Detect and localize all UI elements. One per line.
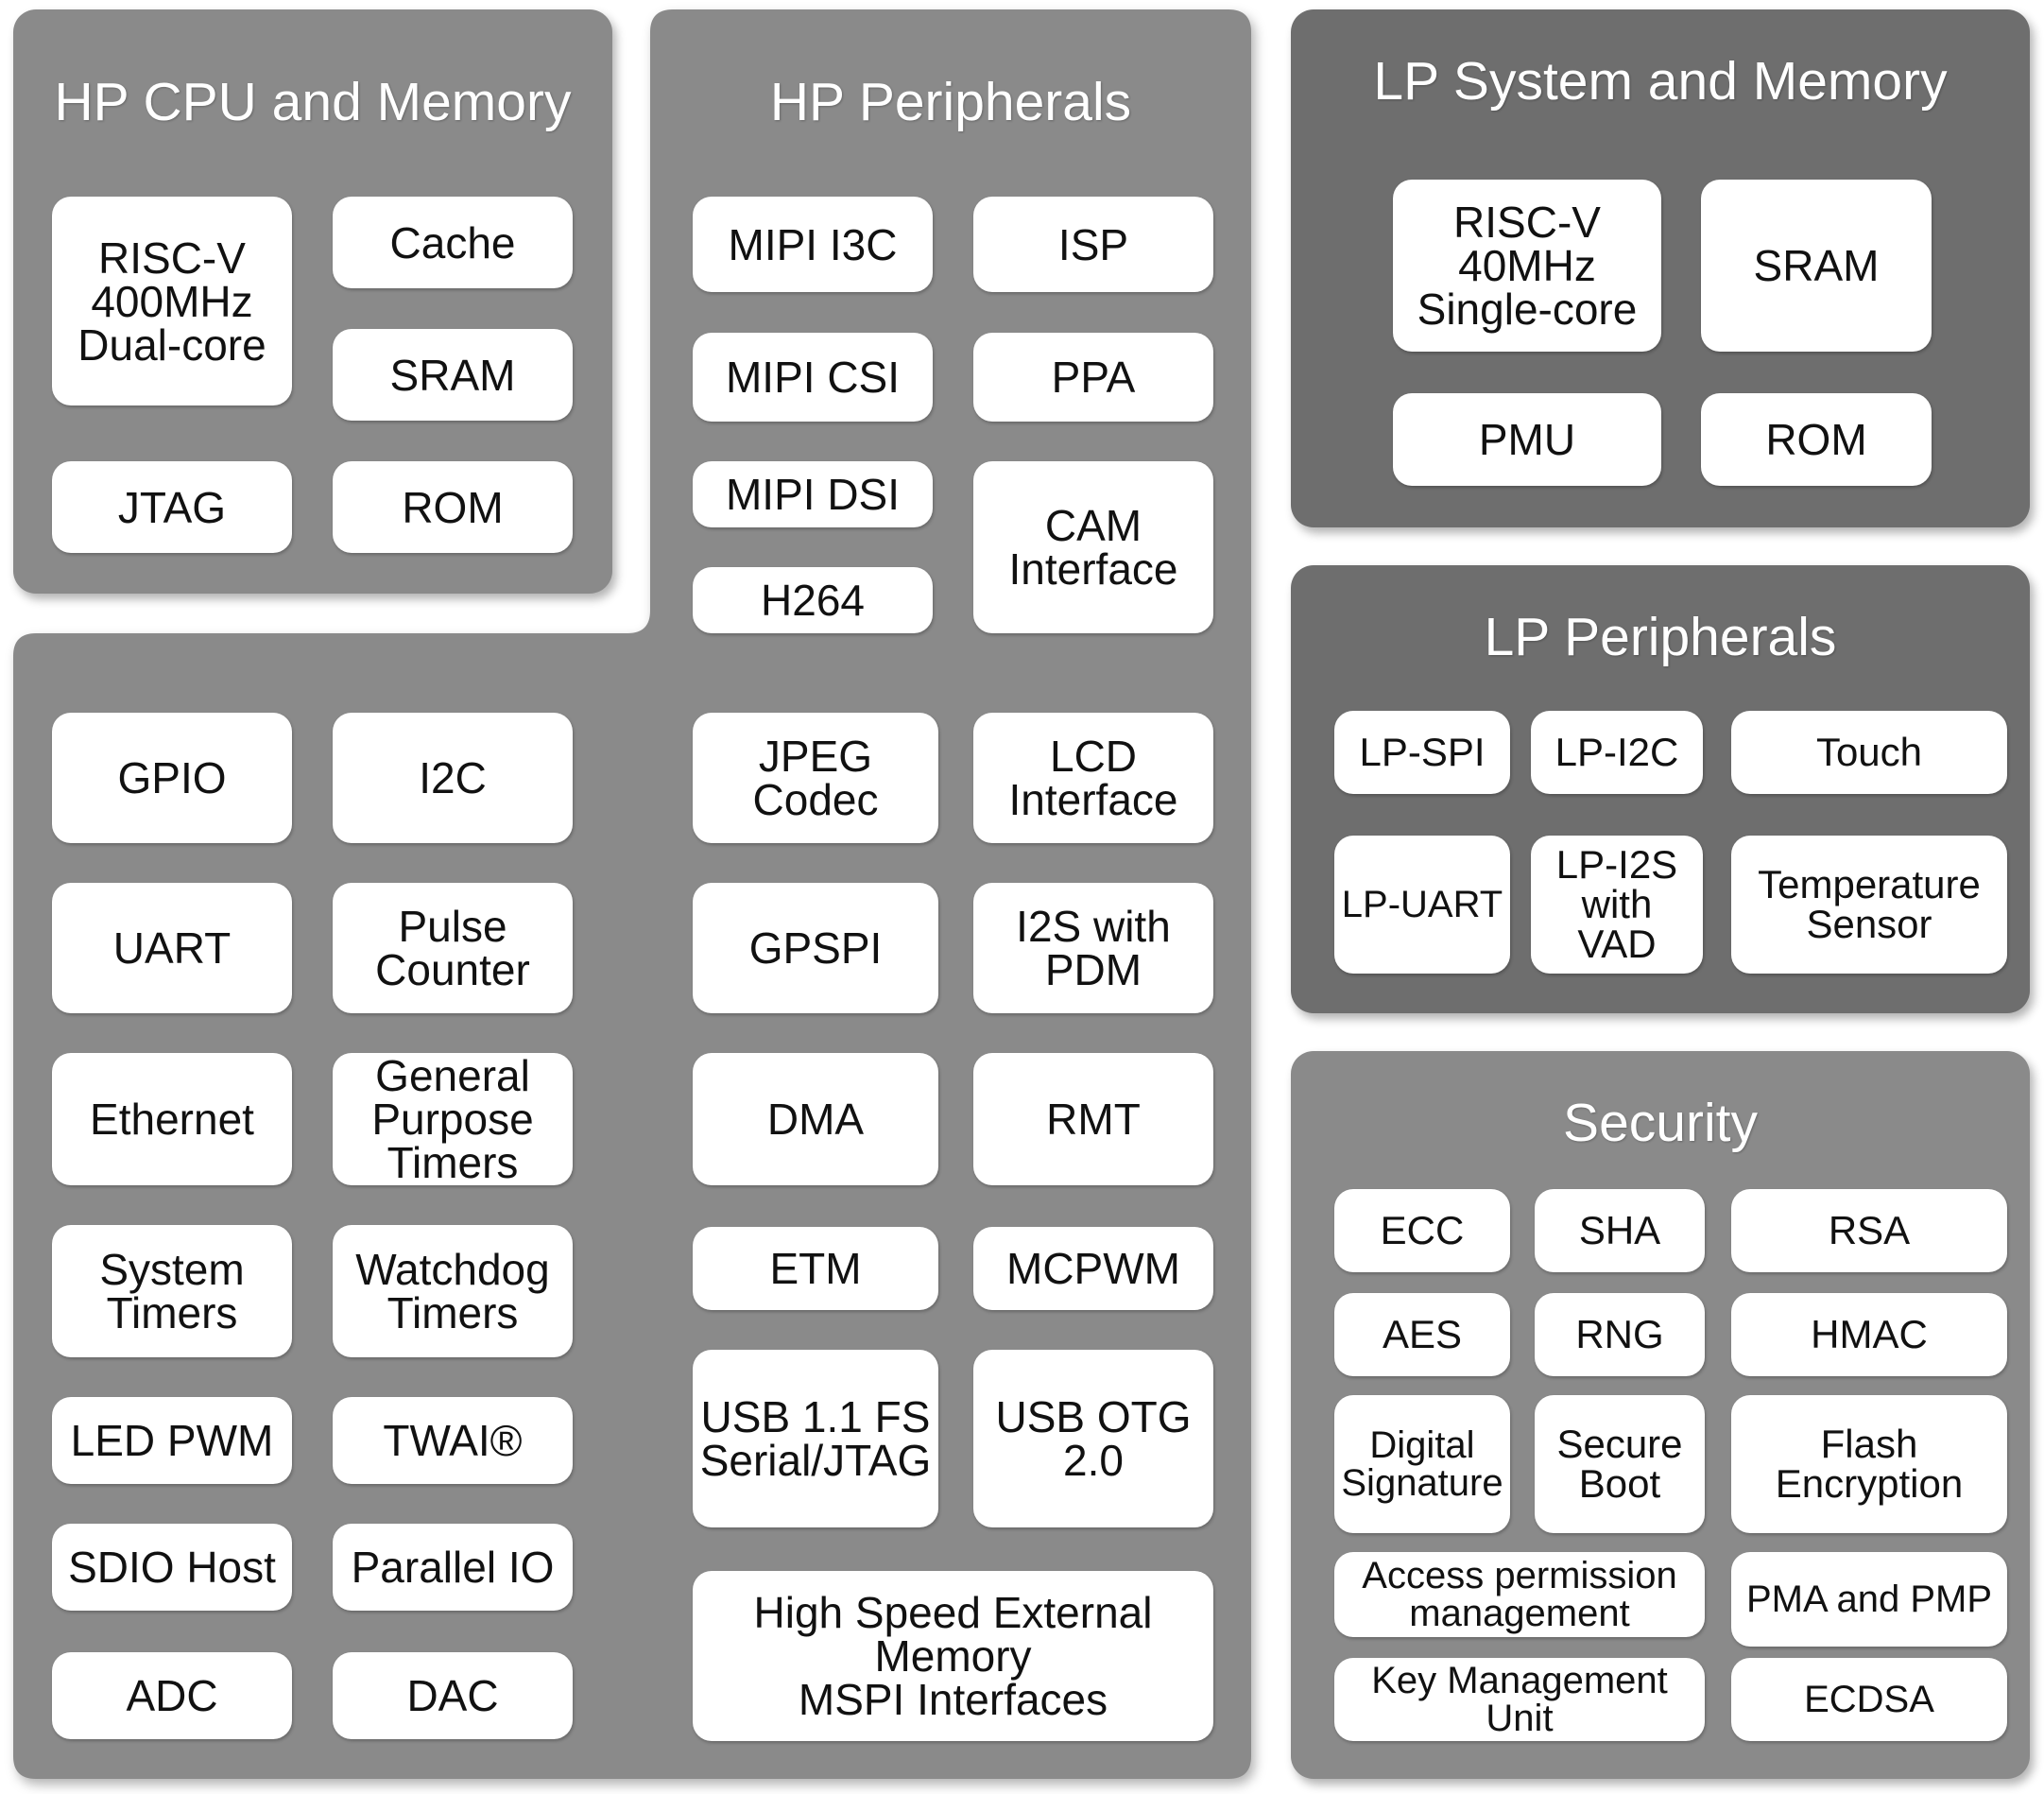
usb-otg: USB OTG 2.0	[973, 1350, 1213, 1527]
system-timers: System Timers	[52, 1225, 292, 1357]
mcpwm: MCPWM	[973, 1227, 1213, 1310]
h264: H264	[693, 567, 933, 633]
parallel-io: Parallel IO	[333, 1524, 573, 1611]
lp-system-memory-title: LP System and Memory	[1373, 51, 1948, 112]
hp-sram: SRAM	[333, 329, 573, 421]
sdio-host: SDIO Host	[52, 1524, 292, 1611]
lp-sram: SRAM	[1701, 180, 1932, 352]
hp-risc-v-cpu: RISC-V 400MHz Dual-core	[52, 197, 292, 405]
jpeg-codec: JPEG Codec	[693, 713, 938, 843]
adc: ADC	[52, 1652, 292, 1739]
i2s-with-pdm: I2S with PDM	[973, 883, 1213, 1013]
gpio: GPIO	[52, 713, 292, 843]
rmt: RMT	[973, 1053, 1213, 1185]
etm: ETM	[693, 1227, 938, 1310]
ecdsa: ECDSA	[1731, 1658, 2007, 1741]
hp-rom: ROM	[333, 461, 573, 553]
rsa: RSA	[1731, 1189, 2007, 1272]
lp-uart: LP-UART	[1334, 836, 1510, 974]
isp: ISP	[973, 197, 1213, 292]
hp-peripherals-panel-shape	[13, 9, 1251, 1779]
lp-i2c: LP-I2C	[1531, 711, 1703, 794]
key-management-unit: Key Management Unit	[1334, 1658, 1705, 1741]
hp-peripherals-title: HP Peripherals	[769, 72, 1132, 132]
hp-cache: Cache	[333, 197, 573, 288]
ethernet: Ethernet	[52, 1053, 292, 1185]
gpspi: GPSPI	[693, 883, 938, 1013]
ecc: ECC	[1334, 1189, 1510, 1272]
digital-signature: Digital Signature	[1334, 1395, 1510, 1533]
general-purpose-timers: General Purpose Timers	[333, 1053, 573, 1185]
ppa: PPA	[973, 333, 1213, 422]
uart: UART	[52, 883, 292, 1013]
hp-peripherals-panel	[13, 9, 1251, 1779]
pmu: PMU	[1393, 393, 1661, 486]
mipi-dsi: MIPI DSI	[693, 461, 933, 527]
led-pwm: LED PWM	[52, 1397, 292, 1484]
lp-risc-v-cpu: RISC-V 40MHz Single-core	[1393, 180, 1661, 352]
lp-i2s-with-vad: LP-I2S with VAD	[1531, 836, 1703, 974]
aes: AES	[1334, 1293, 1510, 1376]
usb-serial-jtag: USB 1.1 FS Serial/JTAG	[693, 1350, 938, 1527]
rng: RNG	[1535, 1293, 1705, 1376]
access-permission-management: Access permission management	[1334, 1552, 1705, 1637]
pma-and-pmp: PMA and PMP	[1731, 1552, 2007, 1647]
lp-spi: LP-SPI	[1334, 711, 1510, 794]
twai: TWAI®	[333, 1397, 573, 1484]
mipi-csi: MIPI CSI	[693, 333, 933, 422]
security-title: Security	[1563, 1093, 1758, 1153]
hmac: HMAC	[1731, 1293, 2007, 1376]
lp-peripherals-title: LP Peripherals	[1484, 607, 1837, 667]
dac: DAC	[333, 1652, 573, 1739]
lcd-interface: LCD Interface	[973, 713, 1213, 843]
sha: SHA	[1535, 1189, 1705, 1272]
hp-cpu-memory-title: HP CPU and Memory	[54, 72, 572, 132]
cam-interface: CAM Interface	[973, 461, 1213, 633]
mspi-interfaces: High Speed External Memory MSPI Interfac…	[693, 1571, 1213, 1741]
i2c: I2C	[333, 713, 573, 843]
pulse-counter: Pulse Counter	[333, 883, 573, 1013]
touch: Touch	[1731, 711, 2007, 794]
lp-rom: ROM	[1701, 393, 1932, 486]
secure-boot: Secure Boot	[1535, 1395, 1705, 1533]
watchdog-timers: Watchdog Timers	[333, 1225, 573, 1357]
dma: DMA	[693, 1053, 938, 1185]
mipi-i3c: MIPI I3C	[693, 197, 933, 292]
temperature-sensor: Temperature Sensor	[1731, 836, 2007, 974]
hp-jtag: JTAG	[52, 461, 292, 553]
flash-encryption: Flash Encryption	[1731, 1395, 2007, 1533]
